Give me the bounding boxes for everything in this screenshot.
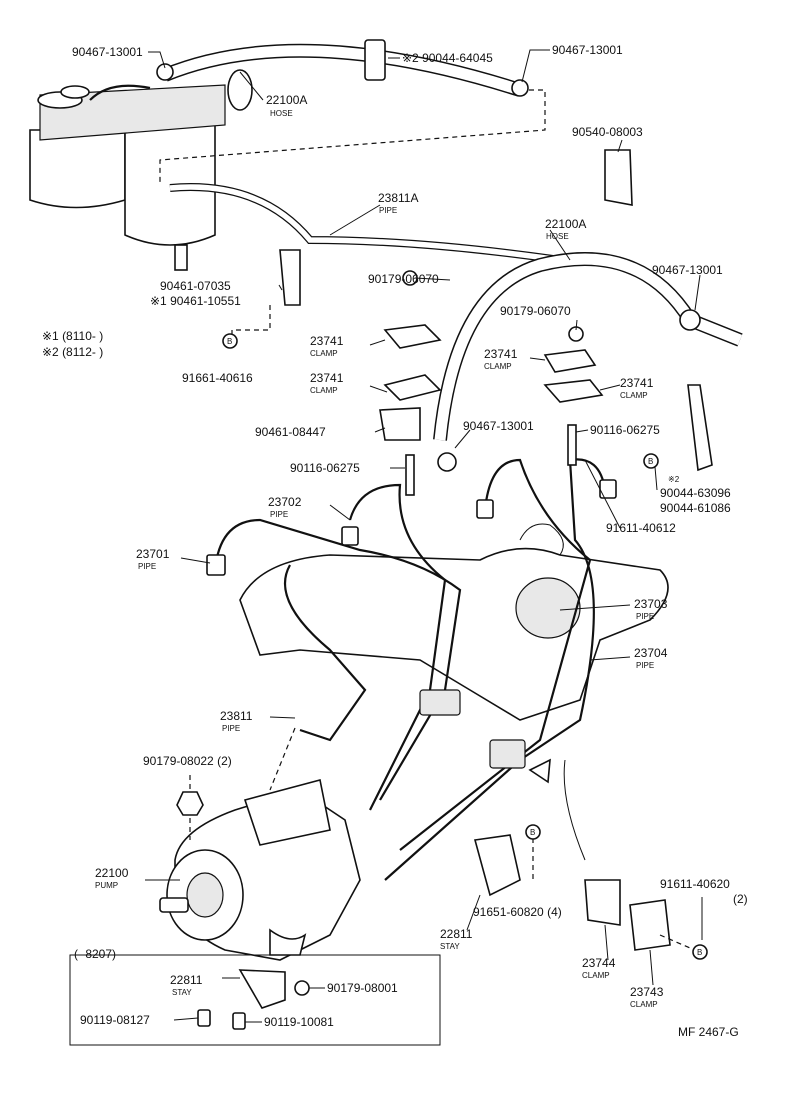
note-1: ※1 (8110- )	[42, 329, 103, 343]
injection-pump-illustration	[159, 779, 361, 961]
label-90119-10081: 90119-10081	[264, 1015, 334, 1029]
note-2: ※2 (8112- )	[42, 345, 103, 359]
label-22100-pump: 22100	[95, 866, 129, 880]
label-90179-08022: 90179-08022 (2)	[143, 754, 232, 768]
label-90540-08003: 90540-08003	[572, 125, 643, 139]
label-pipe-23703: PIPE	[636, 612, 654, 621]
label-qty-2: (2)	[733, 892, 748, 906]
label-23741-d: 23741	[620, 376, 654, 390]
label-23743: 23743	[630, 985, 664, 999]
label-90467-13001-a: 90467-13001	[72, 45, 143, 59]
label-23741-a: 23741	[310, 334, 344, 348]
label-91611-40612: 91611-40612	[606, 521, 676, 535]
pipe-23811a	[169, 183, 561, 264]
label-90119-08127: 90119-08127	[80, 1013, 150, 1027]
label-23811a: 23811A	[378, 191, 418, 205]
label-90461-07035: 90461-07035	[160, 279, 231, 293]
label-23741-b: 23741	[484, 347, 518, 361]
label-90116-06275-b: 90116-06275	[590, 423, 660, 437]
hose-22100a-upper	[162, 43, 523, 97]
label-pipe-23811a: PIPE	[379, 206, 397, 215]
bolt-mark-4: B	[697, 948, 702, 957]
label-pump: PUMP	[95, 881, 118, 890]
label-91661-40616: 91661-40616	[182, 371, 253, 385]
label-90179-06070-b: 90179-06070	[500, 304, 571, 318]
label-pipe-23811: PIPE	[222, 724, 240, 733]
label-pipe-23702: PIPE	[270, 510, 288, 519]
label-clamp-23744: CLAMP	[582, 971, 610, 980]
label-91651-60820: 91651-60820 (4)	[473, 905, 562, 919]
label-clamp-d: CLAMP	[620, 391, 648, 400]
dashed-route-top	[159, 89, 546, 185]
label-90179-08001: 90179-08001	[327, 981, 398, 995]
hardware-pieces	[156, 39, 713, 1030]
label-clamp-b: CLAMP	[484, 362, 512, 371]
label-hose-mid: HOSE	[546, 232, 569, 241]
leader-lines	[145, 49, 703, 1023]
label-90467-13001-b: 90467-13001	[552, 43, 623, 57]
label-22811-inset: 22811	[170, 973, 203, 987]
hose-22100a-lower	[433, 252, 743, 441]
part-labels: 90467-13001 ※2 90044-64045 90467-13001 2…	[42, 43, 748, 1039]
label-90461-10551: ※1 90461-10551	[150, 294, 241, 308]
bolt-mark-3: B	[530, 828, 535, 837]
label-range-8207: ( -8207)	[74, 947, 116, 961]
label-23744: 23744	[582, 956, 616, 970]
label-90461-08447: 90461-08447	[255, 425, 326, 439]
label-90467-13001-d: 90467-13001	[463, 419, 534, 433]
label-90044-64045: ※2 90044-64045	[402, 51, 493, 65]
bolt-mark-2: B	[648, 457, 653, 466]
label-23741-c: 23741	[310, 371, 344, 385]
label-stay-b: STAY	[172, 988, 192, 997]
figure-code: MF 2467-G	[678, 1025, 739, 1039]
label-clamp-23743: CLAMP	[630, 1000, 658, 1009]
label-23704: 23704	[634, 646, 668, 660]
label-clamp-c: CLAMP	[310, 386, 338, 395]
label-23701: 23701	[136, 547, 170, 561]
bolt-mark-1: B	[227, 337, 232, 346]
label-91611-40620: 91611-40620	[660, 877, 730, 891]
label-90179-06070-a: 90179-06070	[368, 272, 439, 286]
label-23703: 23703	[634, 597, 668, 611]
label-23702: 23702	[268, 495, 302, 509]
label-pipe-23704: PIPE	[636, 661, 654, 670]
label-90467-13001-c: 90467-13001	[652, 263, 723, 277]
label-22811-stay: 22811	[440, 927, 473, 941]
label-clamp-a: CLAMP	[310, 349, 338, 358]
label-stay-a: STAY	[440, 942, 460, 951]
bolt-markers: B B B B	[222, 333, 708, 960]
label-90044-61086: 90044-61086	[660, 501, 731, 515]
label-pipe-23701: PIPE	[138, 562, 156, 571]
label-90044-63096: 90044-63096	[660, 486, 731, 500]
label-90116-06275-a: 90116-06275	[290, 461, 360, 475]
injection-pipes	[206, 458, 617, 881]
inset-frame	[69, 954, 441, 1046]
label-22100a-mid: 22100A	[545, 217, 586, 231]
label-note-x2: ※2	[668, 475, 680, 484]
label-hose-top: HOSE	[270, 109, 293, 118]
label-23811: 23811	[220, 709, 253, 723]
label-22100a-top: 22100A	[266, 93, 307, 107]
fuel-filter-illustration	[29, 69, 253, 271]
